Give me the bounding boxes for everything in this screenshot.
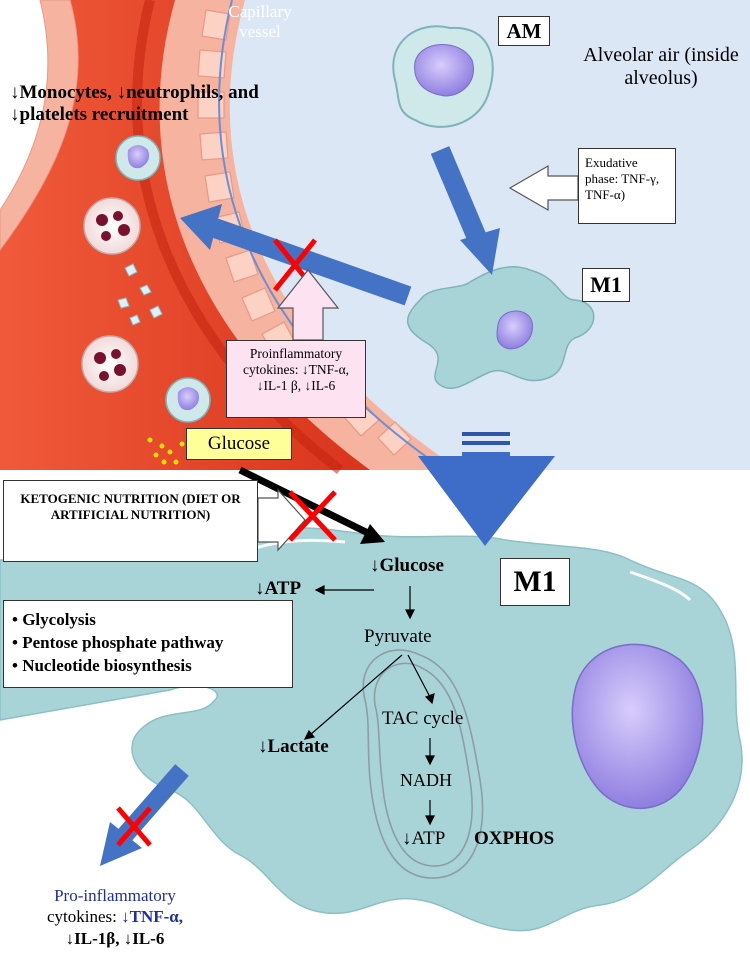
proinflammatory-box: Proinflammatory cytokines: ↓TNF-α, ↓IL-1… — [226, 340, 366, 418]
m1-top-label-box: M1 — [582, 268, 630, 302]
vessel-left-wall — [0, 0, 79, 251]
bottom-cytokines-label: Pro-inflammatory cytokines: ↓TNF-α, ↓IL-… — [10, 885, 220, 949]
atp-left-label: ↓ATP — [255, 578, 302, 599]
m1-bottom-label-box: M1 — [500, 558, 570, 606]
am-label-box: AM — [498, 16, 550, 46]
tac-cycle-label: TAC cycle — [382, 708, 464, 729]
glucose-box: Glucose — [186, 428, 292, 460]
mitochondrion — [362, 649, 484, 879]
bottom-cytokines-tnf: ↓TNF-α, — [121, 907, 184, 927]
pathway-nucleotide: • Nucleotide biosynthesis — [12, 655, 192, 675]
monocyte-cell-2 — [165, 377, 211, 423]
bottom-cytokines-prefix: cytokines: — [46, 907, 122, 927]
pathways-box: • Glycolysis • Pentose phosphate pathway… — [3, 600, 293, 688]
glucose-dots — [147, 437, 185, 465]
ketogenic-box: KETOGENIC NUTRITION (DIET OR ARTIFICIAL … — [3, 480, 258, 562]
pathway-glycolysis: • Glycolysis — [12, 610, 96, 629]
recruitment-label: ↓Monocytes, ↓neutrophils, and ↓platelets… — [10, 82, 259, 125]
metabolic-arrows — [303, 585, 435, 826]
alveolar-air-label: Alveolar air (inside alveolus) — [583, 44, 739, 89]
pyruvate-label: Pyruvate — [364, 626, 432, 647]
pink-up-arrow — [276, 269, 340, 341]
bottom-cytokines-line-3: ↓IL-1β, ↓IL-6 — [65, 928, 165, 948]
atp-bottom-label: ↓ATP — [402, 828, 446, 849]
big-down-arrow — [418, 432, 555, 546]
cell-highlights — [254, 538, 692, 602]
m1-nucleus-bottom — [571, 643, 704, 810]
alveolar-macrophage-am — [392, 25, 494, 128]
bottom-cytokines-line-2: cytokines: ↓TNF-α, — [10, 906, 220, 927]
capillary-label: Capillary vessel — [228, 2, 292, 41]
bottom-cytokines-line-1: Pro-inflammatory — [54, 886, 176, 905]
glucose-decrease-label: ↓Glucose — [370, 555, 444, 576]
monocyte-cell — [115, 135, 161, 181]
red-cross-glucose — [288, 490, 337, 542]
neutrophil-cell-2 — [81, 335, 139, 393]
arrow-glucose-to-cell — [238, 466, 385, 544]
platelets — [117, 263, 163, 326]
m1-macrophage-top — [406, 266, 595, 390]
arrow-am-to-m1 — [430, 146, 500, 275]
arrow-m1-to-vessel — [180, 204, 412, 306]
neutrophil-cell-1 — [83, 197, 141, 255]
exudative-box: Exudative phase: TNF-γ, TNF-α) — [578, 148, 676, 224]
lactate-label: ↓Lactate — [258, 736, 329, 757]
pathway-pentose: • Pentose phosphate pathway — [12, 632, 224, 652]
nadh-label: NADH — [400, 770, 452, 790]
oxphos-label: OXPHOS — [474, 828, 555, 849]
red-cross-bottom — [116, 806, 152, 847]
